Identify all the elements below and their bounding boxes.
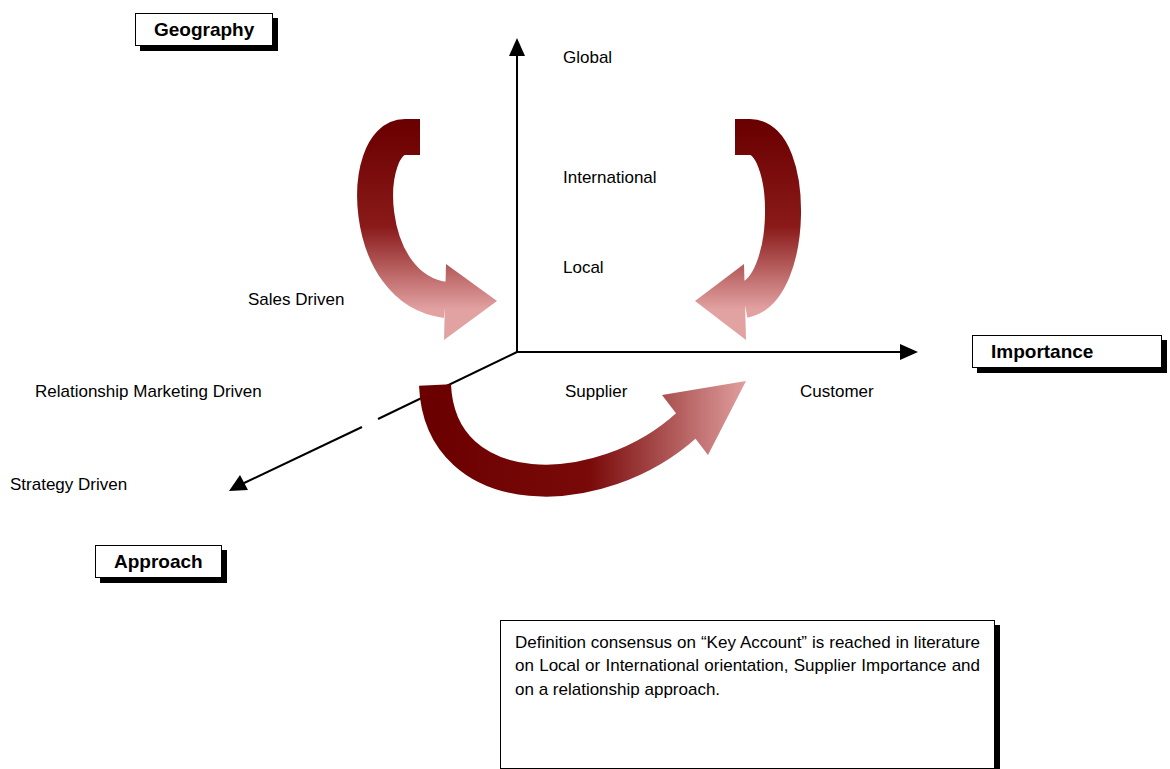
axis-title-box: Geography <box>135 13 273 46</box>
axis-title: Approach <box>114 551 203 573</box>
axis-label: International <box>563 168 657 188</box>
axis-title: Geography <box>154 19 254 41</box>
axis-title-box: Importance <box>972 335 1162 368</box>
axis-title-box: Approach <box>95 545 222 578</box>
axis-label: Local <box>563 258 604 278</box>
axis-label: Strategy Driven <box>10 475 127 495</box>
axis-title: Importance <box>991 341 1143 363</box>
axis-label: Sales Driven <box>248 290 344 310</box>
axis-label: Customer <box>800 382 874 402</box>
axis-label: Supplier <box>565 382 627 402</box>
note-box: Definition consensus on “Key Account” is… <box>500 620 995 769</box>
curved-arrows <box>375 137 783 481</box>
axis-arrowheads <box>229 38 918 491</box>
axis-label: Relationship Marketing Driven <box>35 382 262 402</box>
axis-label: Global <box>563 48 612 68</box>
note-text: Definition consensus on “Key Account” is… <box>515 631 980 701</box>
axis-lines <box>242 52 905 484</box>
